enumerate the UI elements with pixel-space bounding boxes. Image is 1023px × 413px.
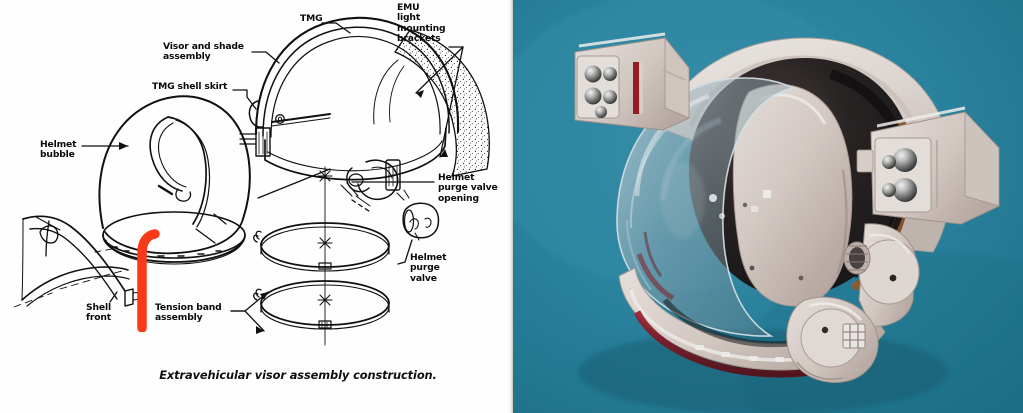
- purge-valve-housing-drawing: [340, 159, 401, 207]
- figure-caption: Extravehicular visor assembly constructi…: [159, 368, 437, 382]
- callout-tmg-shell-skirt: TMG shell skirt: [152, 81, 228, 92]
- callout-visor-and-shade-assembly: Visor and shade assembly: [163, 41, 244, 63]
- technical-diagram-panel: TMG EMU light mounting brackets Visor an…: [13, 2, 498, 382]
- shell-front-drawing: [13, 215, 143, 308]
- helmet-assembly-photo: [513, 0, 1023, 413]
- callout-tmg: TMG: [300, 13, 323, 24]
- visor-assembly-line-drawing: [13, 16, 490, 346]
- emu-light-bracket-left: [574, 32, 690, 131]
- panel-divider: [508, 0, 514, 413]
- helmet-photograph-panel: [513, 0, 1023, 413]
- callout-helmet-purge-valve-opening: Helmet purge valve opening: [438, 172, 498, 204]
- callout-tension-band-assembly: Tension band assembly: [155, 302, 222, 324]
- helmet-purge-valve-drawing: [396, 189, 440, 241]
- callout-helmet-purge-valve: Helmet purge valve: [410, 252, 447, 284]
- tmg-visor-shade-assembly-drawing: [239, 16, 490, 241]
- emu-light-bracket-right: [856, 106, 1000, 225]
- callout-leader-lines: [81, 22, 464, 334]
- emu-helmet-photo: [513, 0, 1023, 413]
- helmet-purge-valve-photo: [786, 296, 879, 383]
- helmet-pivot-hinge-photo: [843, 223, 920, 327]
- tension-band-rings-drawing: [253, 166, 390, 346]
- helmet-bubble-drawing: [98, 95, 251, 265]
- red-annotation-marker: [137, 229, 160, 332]
- callout-helmet-bubble: Helmet bubble: [40, 139, 77, 161]
- callout-shell-front: Shell front: [86, 302, 112, 324]
- callout-emu-light-mounting-brackets: EMU light mounting brackets: [397, 2, 446, 45]
